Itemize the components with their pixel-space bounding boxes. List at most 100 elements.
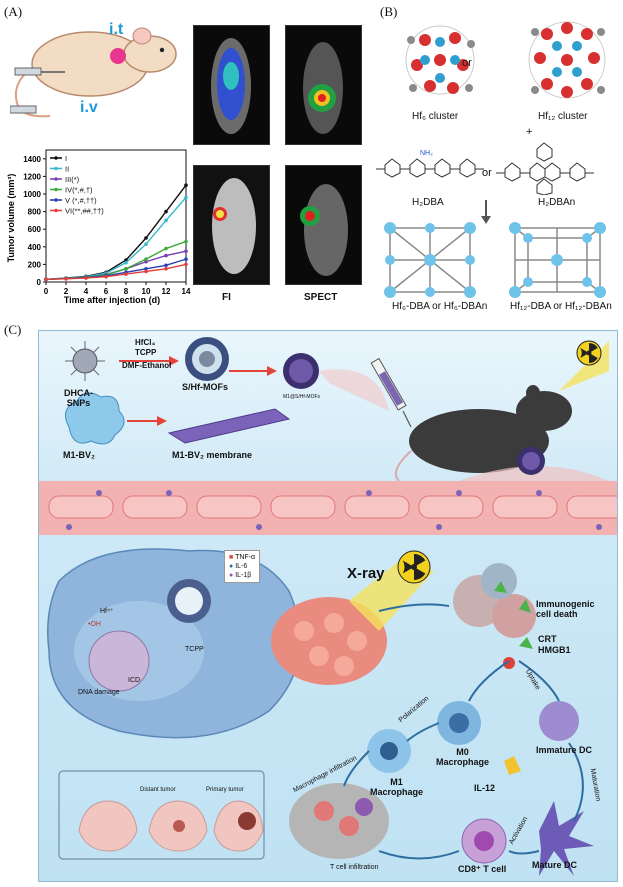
legend-marker [54, 166, 58, 171]
legend-marker [54, 187, 58, 192]
y-tick-label: 800 [28, 208, 42, 217]
solvent-label: DMF-Ethanol [122, 361, 172, 370]
cytokine-tnf: ■ TNF-α [229, 554, 256, 561]
fi-image-bottom [193, 165, 270, 285]
immature-dc-label: Immature DC [536, 745, 593, 755]
legend-marker [54, 198, 58, 202]
m1-label: M1 Macrophage [370, 777, 424, 797]
legend-label: I [65, 154, 67, 163]
cytokine-il1b: ● IL-1β [229, 572, 252, 579]
icd-cell-label: ICD [128, 677, 141, 684]
legend-marker [54, 177, 58, 181]
tcpp-label: TCPP [185, 646, 204, 653]
chart-series [44, 183, 188, 282]
data-point [64, 277, 68, 281]
data-point [184, 257, 188, 261]
series-line [45, 263, 187, 281]
hf-clusters [405, 21, 606, 99]
hf12-mof-label: Hf₁₂-DBA or Hf₁₂-DBAn [510, 301, 612, 312]
immature-dc [539, 701, 579, 741]
spect-label: SPECT [304, 292, 338, 303]
data-point [184, 262, 188, 267]
legend-label: VI(**,##,††) [65, 207, 104, 216]
cd8-label: CD8⁺ T cell [458, 864, 507, 874]
brain-illustrations [78, 800, 264, 852]
shf-mof-icon [185, 337, 229, 381]
data-point [144, 257, 148, 261]
hf6-cluster-label: Hf₆ cluster [412, 111, 459, 122]
data-point [144, 236, 148, 240]
m1-macrophage [367, 729, 411, 773]
hf12-cluster-structure [528, 21, 606, 99]
legend-label: V (*,#,††) [65, 196, 97, 205]
panel-b-label: (B) [380, 4, 398, 19]
fi-label: FI [222, 292, 231, 303]
hf12-mof-framework [509, 222, 606, 298]
y-tick-label: 1000 [23, 190, 41, 199]
crt-icon [519, 637, 533, 649]
data-point [164, 246, 168, 251]
t-infiltration-label: T cell infiltration [330, 864, 379, 871]
panel-c-label: (C) [4, 322, 22, 337]
h2dba-structure [376, 158, 484, 178]
cytokine-il6: ● IL-6 [229, 563, 248, 570]
hf6-mof-label: Hf₆-DBA or Hf₆-DBAn [392, 301, 488, 312]
data-point [144, 269, 148, 274]
m0-label: M0 Macrophage [436, 747, 490, 767]
data-point [184, 249, 188, 253]
linker-structures: NH₂ [376, 142, 594, 195]
label-iv: i.v [80, 99, 98, 116]
m0-macrophage [437, 701, 481, 745]
y-tick-label: 0 [37, 278, 42, 287]
membrane-marks [66, 490, 602, 530]
data-point [164, 253, 168, 258]
data-point [44, 277, 48, 282]
cytokine-legend: ■ TNF-α ● IL-6 ● IL-1β [224, 550, 261, 583]
plus-sign: + [526, 126, 533, 138]
mature-dc [539, 801, 594, 876]
icd-label: Immunogenic cell death [536, 599, 595, 619]
m1-membrane-icon [167, 408, 291, 444]
data-point [164, 263, 168, 268]
hf6-mof-framework [384, 222, 476, 298]
data-point [124, 260, 128, 265]
immunogenic-cell-death-cluster [453, 563, 536, 638]
legend-marker [54, 208, 58, 213]
hf4-label: Hf⁴⁺ [100, 608, 114, 615]
x-tick-label: 0 [44, 287, 49, 296]
data-point [184, 183, 188, 187]
tumor-mass [271, 597, 387, 685]
data-point [164, 209, 168, 214]
spect-image-top [285, 25, 362, 145]
svg-text:NH₂: NH₂ [420, 150, 433, 157]
x-tick-label: 10 [142, 287, 151, 296]
mouse-illustration [10, 27, 177, 118]
down-arrow-icon [481, 200, 491, 224]
blood-vessel-nanoparticle [517, 447, 545, 475]
h2dba-label: H₂DBA [412, 197, 444, 208]
x-tick-label: 14 [182, 287, 191, 296]
x-tick-label: 6 [104, 287, 109, 296]
radiation-icon-top [576, 340, 602, 366]
distant-tumor-label: Distant tumor [140, 787, 176, 793]
h2dban-label: H₂DBAn [538, 197, 576, 208]
data-point [184, 195, 188, 200]
mof-frameworks [384, 222, 606, 298]
fi-image-top [193, 25, 270, 145]
y-tick-label: 1200 [23, 172, 41, 181]
plot-frame [45, 149, 187, 283]
y-tick-label: 600 [28, 225, 42, 234]
il12-label: IL-12 [474, 783, 496, 793]
tumor-cell-illustration [47, 548, 301, 739]
m1-membrane-label: M1-BV₂ membrane [172, 450, 253, 460]
label-it: i.t [109, 21, 124, 38]
x-tick-label: 4 [84, 287, 89, 296]
shf-mofs-label: S/Hf-MOFs [182, 382, 228, 392]
crt-label: CRT [538, 634, 557, 644]
m1-bv2-icon [64, 392, 125, 445]
spect-image-bottom [285, 165, 362, 285]
y-tick-label: 400 [28, 243, 42, 252]
dhca-label: DHCA- SNPs [64, 388, 93, 408]
mature-dc-label: Mature DC [532, 860, 578, 870]
